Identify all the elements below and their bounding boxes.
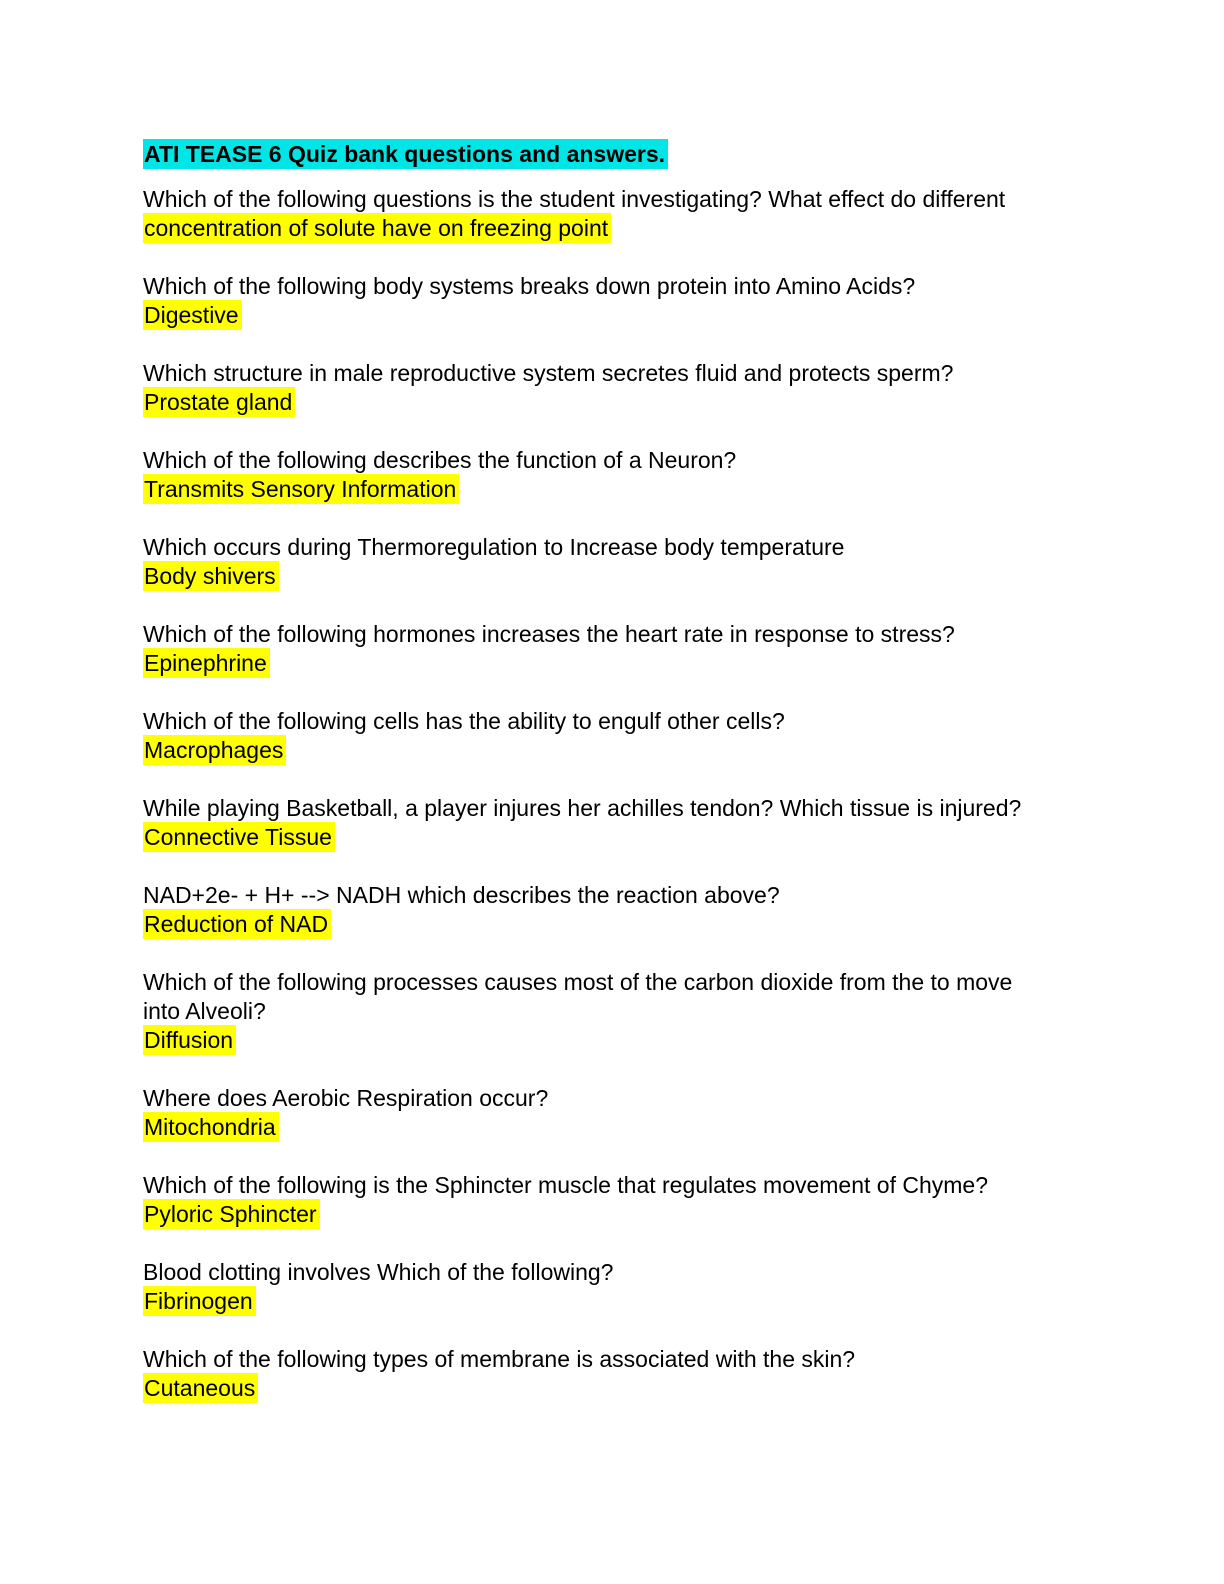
qa-block: While playing Basketball, a player injur… <box>143 794 1023 852</box>
qa-block: Which of the following describes the fun… <box>143 446 1023 504</box>
qa-block: Where does Aerobic Respiration occur?Mit… <box>143 1084 1023 1142</box>
qa-list: Which of the following questions is the … <box>143 185 1023 1403</box>
question-text: NAD+2e- + H+ --> NADH which describes th… <box>143 882 780 908</box>
question-text: Which structure in male reproductive sys… <box>143 360 954 386</box>
answer-highlight: concentration of solute have on freezing… <box>143 213 612 243</box>
qa-block: NAD+2e- + H+ --> NADH which describes th… <box>143 881 1023 939</box>
title-highlight: ATI TEASE 6 Quiz bank questions and answ… <box>143 139 669 169</box>
answer-highlight: Digestive <box>143 300 242 330</box>
qa-block: Which of the following types of membrane… <box>143 1345 1023 1403</box>
answer-line: Fibrinogen <box>143 1286 1023 1316</box>
qa-block: Which occurs during Thermoregulation to … <box>143 533 1023 591</box>
qa-block: Which of the following cells has the abi… <box>143 707 1023 765</box>
question-text: Blood clotting involves Which of the fol… <box>143 1259 614 1285</box>
question-text: Which of the following types of membrane… <box>143 1346 856 1372</box>
answer-highlight: Diffusion <box>143 1025 237 1055</box>
question-text: Which occurs during Thermoregulation to … <box>143 534 845 560</box>
question-text: Which of the following processes causes … <box>143 969 1013 1024</box>
answer-line: Mitochondria <box>143 1112 1023 1142</box>
answer-line: Transmits Sensory Information <box>143 474 1023 504</box>
answer-line: Body shivers <box>143 561 1023 591</box>
answer-highlight: Mitochondria <box>143 1112 279 1142</box>
document-content: ATI TEASE 6 Quiz bank questions and answ… <box>143 139 1023 1403</box>
question-text: Which of the following describes the fun… <box>143 447 737 473</box>
answer-highlight: Body shivers <box>143 561 279 591</box>
answer-line: Diffusion <box>143 1025 1023 1055</box>
answer-line: Connective Tissue <box>143 822 1023 852</box>
answer-highlight: Transmits Sensory Information <box>143 474 460 504</box>
answer-highlight: Pyloric Sphincter <box>143 1199 320 1229</box>
answer-highlight: Epinephrine <box>143 648 270 678</box>
answer-highlight: Prostate gland <box>143 387 296 417</box>
answer-highlight: Reduction of NAD <box>143 909 332 939</box>
question-text: Which of the following hormones increase… <box>143 621 955 647</box>
page-title: ATI TEASE 6 Quiz bank questions and answ… <box>143 139 1023 169</box>
question-text: While playing Basketball, a player injur… <box>143 795 1022 821</box>
question-text: Which of the following body systems brea… <box>143 273 916 299</box>
answer-line: Pyloric Sphincter <box>143 1199 1023 1229</box>
answer-highlight: Macrophages <box>143 735 287 765</box>
answer-highlight: Fibrinogen <box>143 1286 256 1316</box>
answer-line: Cutaneous <box>143 1373 1023 1403</box>
answer-line: Digestive <box>143 300 1023 330</box>
question-text: Which of the following is the Sphincter … <box>143 1172 989 1198</box>
qa-block: Which structure in male reproductive sys… <box>143 359 1023 417</box>
qa-block: Which of the following is the Sphincter … <box>143 1171 1023 1229</box>
qa-block: Which of the following body systems brea… <box>143 272 1023 330</box>
qa-block: Blood clotting involves Which of the fol… <box>143 1258 1023 1316</box>
answer-line: Macrophages <box>143 735 1023 765</box>
question-text: Which of the following cells has the abi… <box>143 708 785 734</box>
answer-line: concentration of solute have on freezing… <box>143 213 1023 243</box>
qa-block: Which of the following processes causes … <box>143 968 1023 1055</box>
answer-line: Epinephrine <box>143 648 1023 678</box>
question-text: Where does Aerobic Respiration occur? <box>143 1085 549 1111</box>
qa-block: Which of the following hormones increase… <box>143 620 1023 678</box>
answer-highlight: Connective Tissue <box>143 822 335 852</box>
answer-highlight: Cutaneous <box>143 1373 259 1403</box>
answer-line: Prostate gland <box>143 387 1023 417</box>
answer-line: Reduction of NAD <box>143 909 1023 939</box>
question-text: Which of the following questions is the … <box>143 186 1006 212</box>
qa-block: Which of the following questions is the … <box>143 185 1023 243</box>
